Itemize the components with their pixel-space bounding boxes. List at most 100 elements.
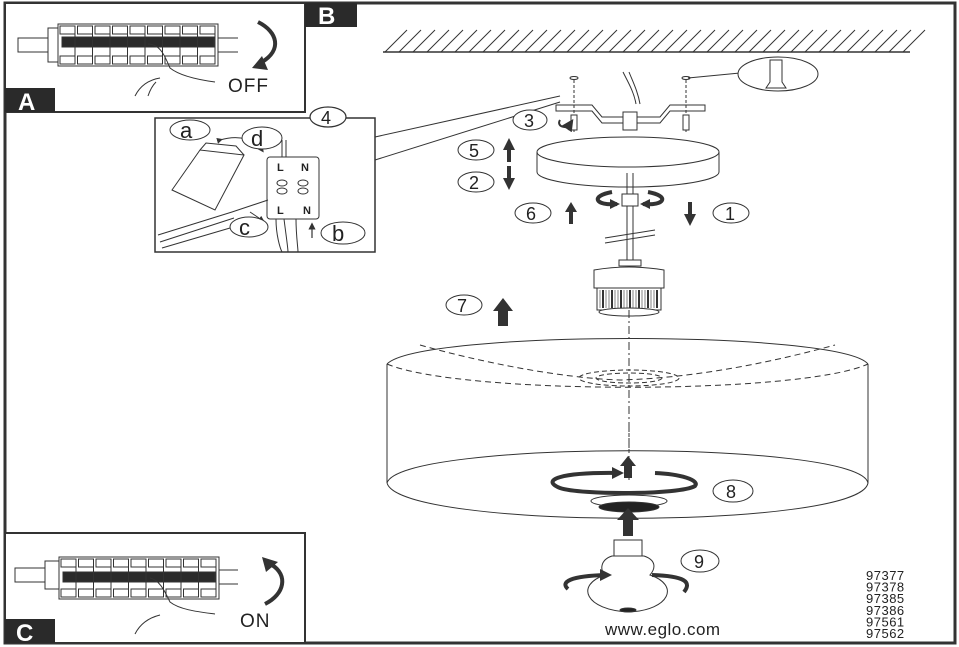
hatch-line — [804, 29, 828, 53]
breaker-terminal-top — [112, 25, 128, 35]
ceiling-hatch — [383, 29, 926, 53]
breaker-terminal-top — [165, 558, 182, 568]
hatch-line — [832, 29, 856, 53]
arrow-up-7-icon — [493, 298, 513, 326]
rotate-bulb-icon — [563, 573, 689, 594]
step-1-number: 1 — [725, 204, 735, 224]
wall-plug-icon — [765, 59, 787, 89]
hatch-line — [496, 29, 520, 53]
hatch-line — [622, 29, 646, 53]
hatch-line — [776, 29, 800, 53]
letter-d: d — [251, 126, 263, 151]
on-label: ON — [240, 611, 271, 632]
hatch-line — [468, 29, 492, 53]
step-1-badge — [712, 202, 750, 224]
hatch-line — [846, 29, 870, 53]
arrow-up-5-icon — [503, 138, 515, 162]
step-8-number: 8 — [726, 482, 736, 502]
hatch-line — [594, 29, 618, 53]
website-link[interactable]: www.eglo.com — [604, 620, 721, 639]
panel-c: ON C — [4, 532, 306, 647]
breaker-terminal-bottom — [164, 55, 181, 65]
letter-d-badge — [241, 126, 283, 150]
hatch-line — [650, 29, 674, 53]
panel-c-badge — [5, 619, 55, 643]
hatch-line — [874, 29, 898, 53]
hand-icon — [134, 43, 216, 97]
step-4-number: 4 — [321, 108, 331, 128]
breaker-terminal-bottom — [183, 588, 199, 598]
breaker-terminal-bottom — [78, 588, 94, 598]
breaker-terminal-top — [129, 25, 146, 35]
breaker-terminal-top — [113, 558, 129, 568]
letter-b-badge — [320, 221, 366, 245]
hatch-line — [692, 29, 716, 53]
hatch-line — [636, 29, 660, 53]
hatch-line — [762, 29, 786, 53]
step-7-badge — [445, 294, 483, 316]
rotate-ring-icon — [550, 470, 698, 495]
hatch-line — [566, 29, 590, 53]
off-label: OFF — [228, 76, 269, 97]
breaker-terminal-top — [77, 25, 93, 35]
step-9-number: 9 — [694, 552, 704, 572]
breaker-terminal-bottom — [112, 55, 128, 65]
breaker-terminal-bottom — [129, 55, 146, 65]
rotate-down-arrow-icon — [257, 20, 278, 64]
hatch-line — [510, 29, 534, 53]
model-number: 97562 — [866, 626, 905, 641]
breaker-terminal-top — [200, 558, 217, 568]
rotate-up-arrow-icon — [264, 563, 285, 606]
model-number: 97378 — [866, 580, 905, 595]
step-2-number: 2 — [469, 173, 479, 193]
hatch-line — [678, 29, 702, 53]
panel-a: OFF A — [4, 2, 306, 116]
shade-ring-icon — [590, 494, 668, 513]
panel-b: B — [304, 3, 357, 112]
hatch-line — [398, 29, 422, 53]
hatch-line — [706, 29, 730, 53]
model-number: 97385 — [866, 591, 905, 606]
breaker-terminal-bottom — [182, 55, 198, 65]
step-2-badge — [457, 171, 495, 193]
model-number: 97386 — [866, 603, 905, 618]
breaker-terminal-bottom — [59, 55, 76, 65]
hatch-line — [412, 29, 436, 53]
breaker-terminal-top — [164, 25, 181, 35]
step-5-number: 5 — [469, 141, 479, 161]
panel-a-badge — [5, 88, 55, 112]
hatch-line — [580, 29, 604, 53]
step-4-badge — [309, 106, 347, 128]
ceiling-canopy — [536, 136, 720, 188]
hatch-line — [482, 29, 506, 53]
breaker-terminal-top — [182, 25, 198, 35]
hand-icon — [134, 577, 216, 635]
hatch-line — [720, 29, 744, 53]
hatch-line — [664, 29, 688, 53]
breaker-terminal-bottom — [130, 588, 147, 598]
breaker-terminal-top — [78, 558, 94, 568]
hatch-line — [860, 29, 884, 53]
hatch-line — [818, 29, 842, 53]
breaker-terminal-bottom — [77, 55, 93, 65]
letter-a: a — [180, 118, 193, 143]
hatch-line — [790, 29, 814, 53]
step-6-badge — [514, 202, 552, 224]
arrow-down-2-icon — [503, 166, 515, 190]
letter-c: c — [239, 215, 250, 240]
hatch-line — [748, 29, 772, 53]
breaker-terminal-bottom — [147, 55, 163, 65]
breaker-terminal-top — [147, 25, 163, 35]
lamp-holder-icon — [593, 259, 665, 317]
breaker-terminal-top — [130, 558, 147, 568]
model-number: 97561 — [866, 614, 905, 629]
breaker-terminal-top — [60, 558, 77, 568]
hatch-line — [902, 29, 926, 53]
step-9-badge — [680, 549, 720, 573]
step-7-number: 7 — [457, 296, 467, 316]
step-3-badge — [512, 109, 548, 131]
wall-plug-detail — [687, 56, 819, 92]
breaker-terminal-bottom — [95, 588, 112, 598]
letter-a-badge — [169, 119, 211, 141]
